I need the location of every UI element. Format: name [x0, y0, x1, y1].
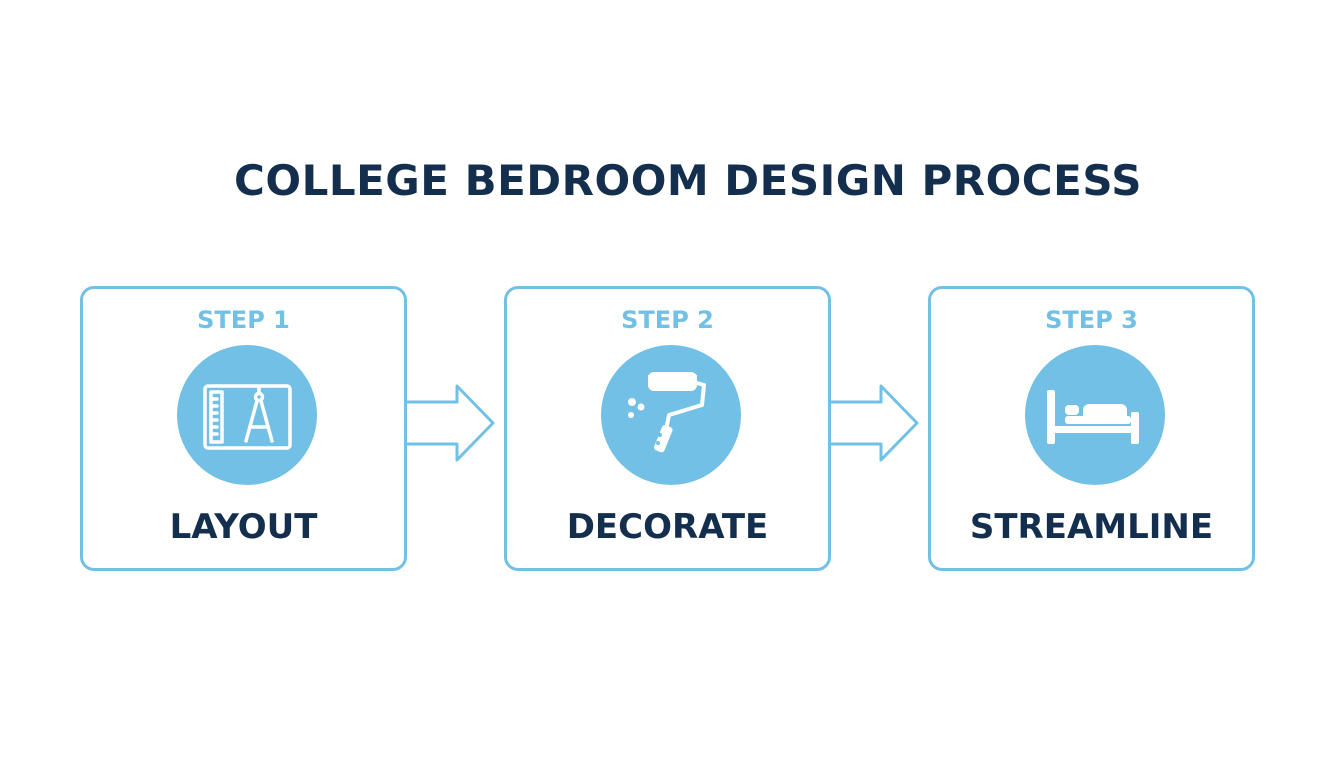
- step-name: LAYOUT: [169, 507, 318, 547]
- step-number: STEP 1: [197, 306, 290, 334]
- step-card-streamline: STEP 3 STREAMLINE: [928, 286, 1255, 571]
- icon-circle: [177, 345, 317, 485]
- step-card-layout: STEP 1 LAYOUT: [80, 286, 407, 571]
- right-arrow-icon: [407, 384, 495, 462]
- blueprint-compass-icon: [203, 384, 292, 450]
- step-name: STREAMLINE: [969, 507, 1214, 547]
- paint-roller-icon: [628, 372, 706, 453]
- right-arrow-icon: [831, 384, 919, 462]
- step-name: DECORATE: [566, 507, 769, 547]
- step-number: STEP 3: [1045, 306, 1138, 334]
- diagram-title: COLLEGE BEDROOM DESIGN PROCESS: [234, 156, 1142, 205]
- icon-circle: [1025, 345, 1165, 485]
- step-card-decorate: STEP 2 DECORATE: [504, 286, 831, 571]
- bed-icon: [1047, 390, 1139, 444]
- step-number: STEP 2: [621, 306, 714, 334]
- icon-circle: [601, 345, 741, 485]
